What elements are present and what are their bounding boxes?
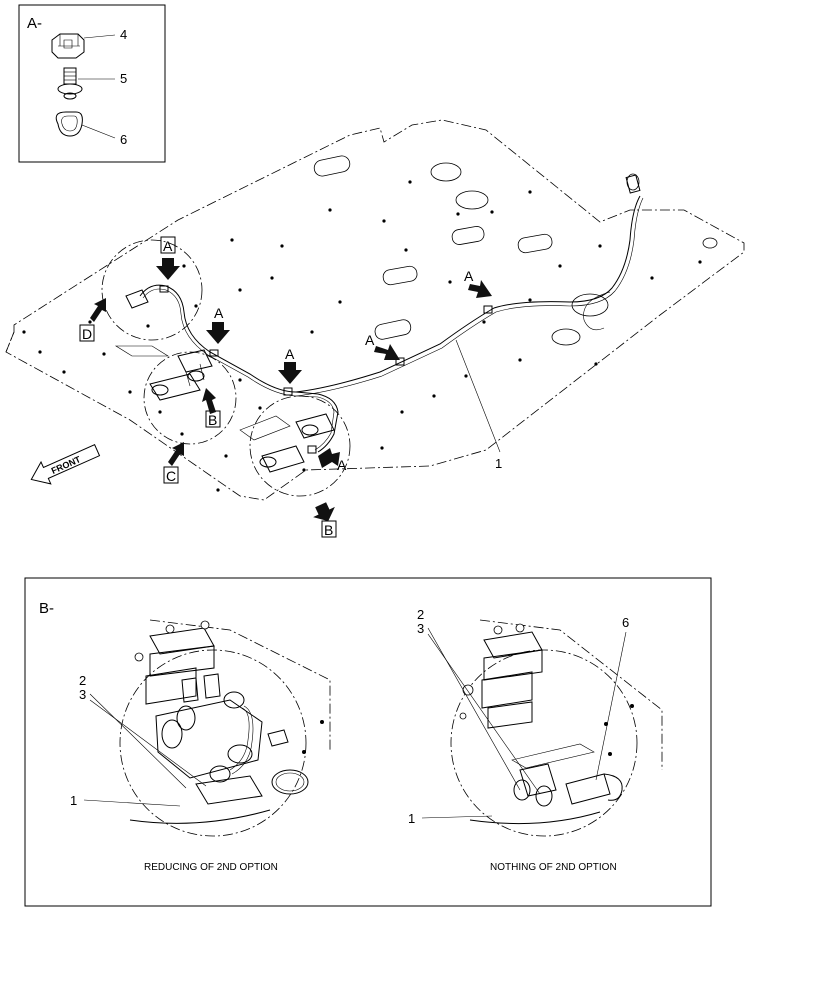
- view-c-circle: [143, 351, 237, 445]
- view-b-circle: [249, 395, 351, 497]
- view-d-label: D: [82, 326, 92, 342]
- view-b-inner-label: B: [208, 412, 217, 428]
- view-c-label: C: [166, 468, 176, 484]
- view-c-arrow-icon: [168, 442, 184, 466]
- right-label-3: 3: [417, 621, 424, 636]
- detail-b-frame: [24, 577, 712, 907]
- view-a-arrow-icon: [156, 258, 180, 280]
- view-d-label-box: [79, 324, 95, 342]
- left-label-1: 1: [70, 793, 77, 808]
- view-c-label-box: [163, 466, 179, 484]
- clip-label-a-3: A: [365, 332, 375, 348]
- floor-plate: [5, 119, 745, 501]
- clip-label-a-2: A: [285, 346, 295, 362]
- left-label-2: 2: [79, 673, 86, 688]
- view-a-circle: [101, 239, 203, 341]
- clip-arrow-1-icon: [206, 322, 230, 344]
- clip-label-a-5: A: [337, 457, 347, 473]
- view-a-label: A: [163, 238, 173, 254]
- right-label-2: 2: [417, 607, 424, 622]
- detail-a-panel: A- 4 5 6: [18, 4, 166, 163]
- detail-b-left-view: 2 3 1 REDUCING OF 2ND OPTION: [70, 619, 331, 873]
- clip-arrow-4-icon: [468, 280, 492, 298]
- clip-arrow-2-icon: [278, 362, 302, 384]
- view-d-arrow-icon: [90, 298, 106, 322]
- stud-part-icon: [57, 67, 83, 100]
- part-label-4: 4: [120, 27, 127, 42]
- valve-assembly-left: [149, 349, 213, 401]
- harness-label: 1: [495, 456, 502, 471]
- front-arrow-icon: FRONT: [30, 444, 101, 485]
- detail-a-title: A-: [27, 15, 42, 32]
- view-a-label-box: [160, 236, 176, 254]
- detail-b-panel: B-: [24, 577, 712, 907]
- clip-label-a-1: A: [214, 305, 224, 321]
- wire-harness: [125, 174, 644, 454]
- view-b-label: B: [324, 522, 333, 538]
- clip-part-icon: [51, 33, 85, 59]
- part-label-5: 5: [120, 71, 127, 86]
- clip-arrow-3-icon: [374, 344, 400, 360]
- detail-b-right-view: 2 3 6 1 NOTHING OF 2ND OPTION: [408, 607, 663, 873]
- view-b-label-box: [321, 520, 337, 538]
- detail-a-frame: [18, 4, 166, 163]
- part-label-6: 6: [120, 132, 127, 147]
- floor-plate-outline: [5, 119, 745, 501]
- detail-b-title: B-: [39, 600, 54, 617]
- left-label-3: 3: [79, 687, 86, 702]
- right-caption: NOTHING OF 2ND OPTION: [490, 862, 617, 873]
- right-label-6: 6: [622, 615, 629, 630]
- clip-label-a-4: A: [464, 268, 474, 284]
- right-label-1: 1: [408, 811, 415, 826]
- left-caption: REDUCING OF 2ND OPTION: [144, 862, 278, 873]
- view-b-arrow-icon: [313, 502, 335, 522]
- view-b-inner-arrow-icon: [202, 388, 216, 414]
- grommet-part-icon: [55, 111, 83, 137]
- valve-assembly-right: [259, 413, 335, 473]
- clip-arrow-5-icon: [318, 448, 340, 468]
